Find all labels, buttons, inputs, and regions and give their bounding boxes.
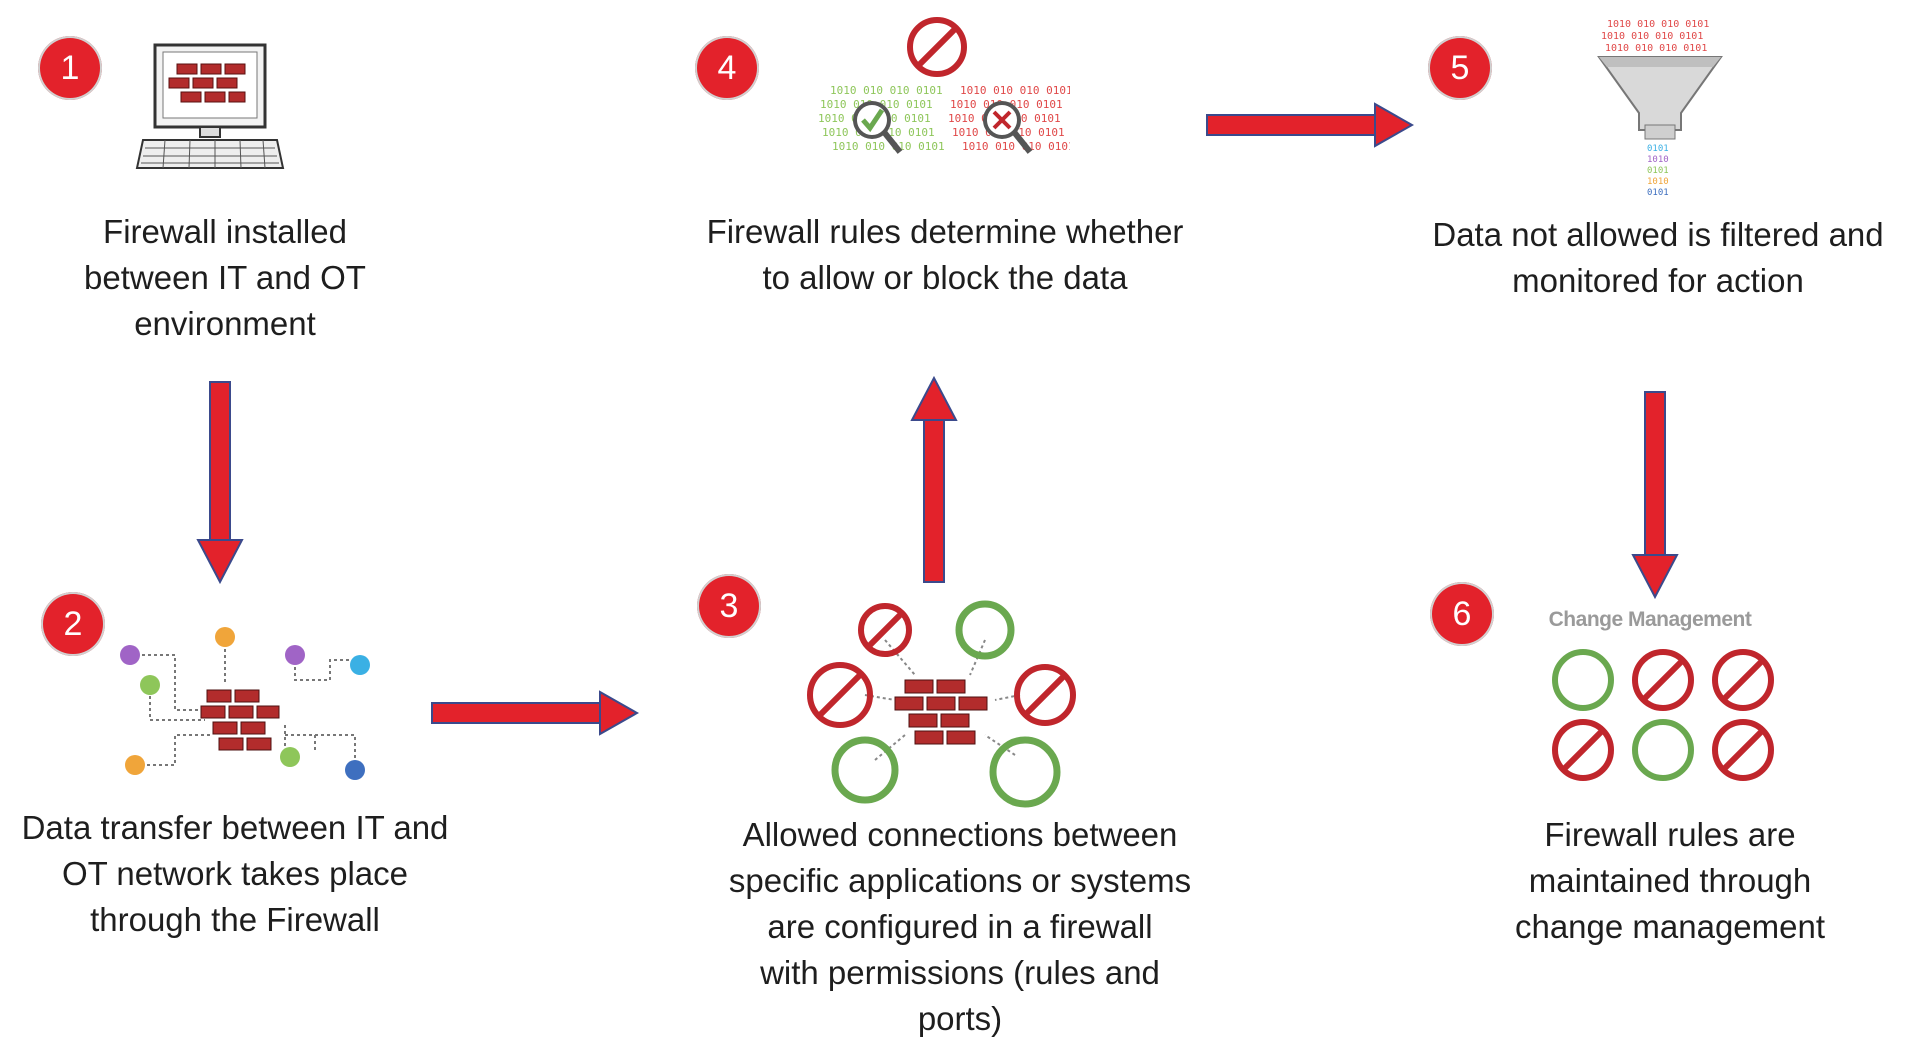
binary-text: 1010 010 010 0101 <box>1601 31 1703 42</box>
caption-line: Data not allowed is filtered and <box>1432 216 1884 253</box>
caption-line: with permissions (rules and <box>760 954 1160 991</box>
step-2-badge: 2 <box>41 592 105 656</box>
caption-line: OT network takes place <box>61 855 409 892</box>
network-firewall-icon <box>120 627 370 780</box>
arrow-down-1-to-2 <box>196 381 244 585</box>
change-management-label: Change Management <box>1548 608 1752 631</box>
change-management-rules-icon <box>1552 649 1774 781</box>
step-2-caption: Data transfer between IT and OT network … <box>0 805 470 943</box>
caption-line: maintained through <box>1528 862 1812 899</box>
svg-text:0101: 0101 <box>1647 144 1669 154</box>
svg-text:1010: 1010 <box>1647 155 1669 165</box>
caption-line: ports) <box>917 1000 1003 1037</box>
step-4-caption: Firewall rules determine whether to allo… <box>680 209 1210 301</box>
caption-line: Firewall rules are <box>1544 816 1796 853</box>
caption-line: Data transfer between IT and <box>21 809 449 846</box>
connections-firewall-icon <box>807 600 1076 808</box>
arrow-down-5-to-6 <box>1631 391 1679 600</box>
step-5-caption: Data not allowed is filtered and monitor… <box>1410 212 1906 304</box>
magnifier-block-icon <box>983 101 1033 154</box>
caption-line: change management <box>1514 908 1826 945</box>
rules-decision-icon: 1010 010 010 0101 1010 010 010 0101 1010… <box>818 17 1070 154</box>
step-6-caption: Firewall rules are maintained through ch… <box>1480 812 1860 950</box>
step-1-caption: Firewall installed between IT and OT env… <box>40 209 410 347</box>
binary-text: 1010 010 010 0101 <box>960 84 1070 97</box>
step-4-badge: 4 <box>695 36 759 100</box>
binary-text: 1010 010 010 0101 <box>962 140 1070 153</box>
caption-line: to allow or block the data <box>762 259 1128 296</box>
caption-line: through the Firewall <box>90 901 380 938</box>
caption-line: Firewall installed <box>103 213 347 250</box>
step-3-caption: Allowed connections between specific app… <box>700 812 1220 1042</box>
svg-text:0101: 0101 <box>1647 188 1669 198</box>
step-3-badge: 3 <box>697 574 761 638</box>
binary-text: 1010 010 010 0101 <box>832 140 945 153</box>
binary-text: 1010 010 010 0101 <box>830 84 943 97</box>
arrow-right-4-to-5 <box>1206 102 1415 148</box>
funnel-filter-icon: 1010 010 010 0101 1010 010 010 0101 1010… <box>1597 19 1723 198</box>
caption-line: are configured in a firewall <box>767 908 1153 945</box>
caption-line: between IT and OT <box>84 259 366 296</box>
caption-line: Allowed connections between <box>742 816 1178 853</box>
caption-line: specific applications or systems <box>728 862 1192 899</box>
step-1-badge: 1 <box>38 36 102 100</box>
arrow-up-3-to-4 <box>910 375 958 583</box>
binary-text: 1010 010 010 0101 <box>1607 19 1709 30</box>
caption-line: environment <box>134 305 316 342</box>
step-6-badge: 6 <box>1430 582 1494 646</box>
svg-text:1010: 1010 <box>1647 177 1669 187</box>
svg-text:0101: 0101 <box>1647 166 1669 176</box>
magnifier-allow-icon <box>853 101 903 154</box>
step-5-badge: 5 <box>1428 36 1492 100</box>
binary-text: 1010 010 010 0101 <box>1605 43 1707 54</box>
computer-firewall-icon <box>135 43 285 169</box>
caption-line: monitored for action <box>1512 262 1804 299</box>
arrow-right-2-to-3 <box>431 690 640 736</box>
caption-line: Firewall rules determine whether <box>706 213 1184 250</box>
